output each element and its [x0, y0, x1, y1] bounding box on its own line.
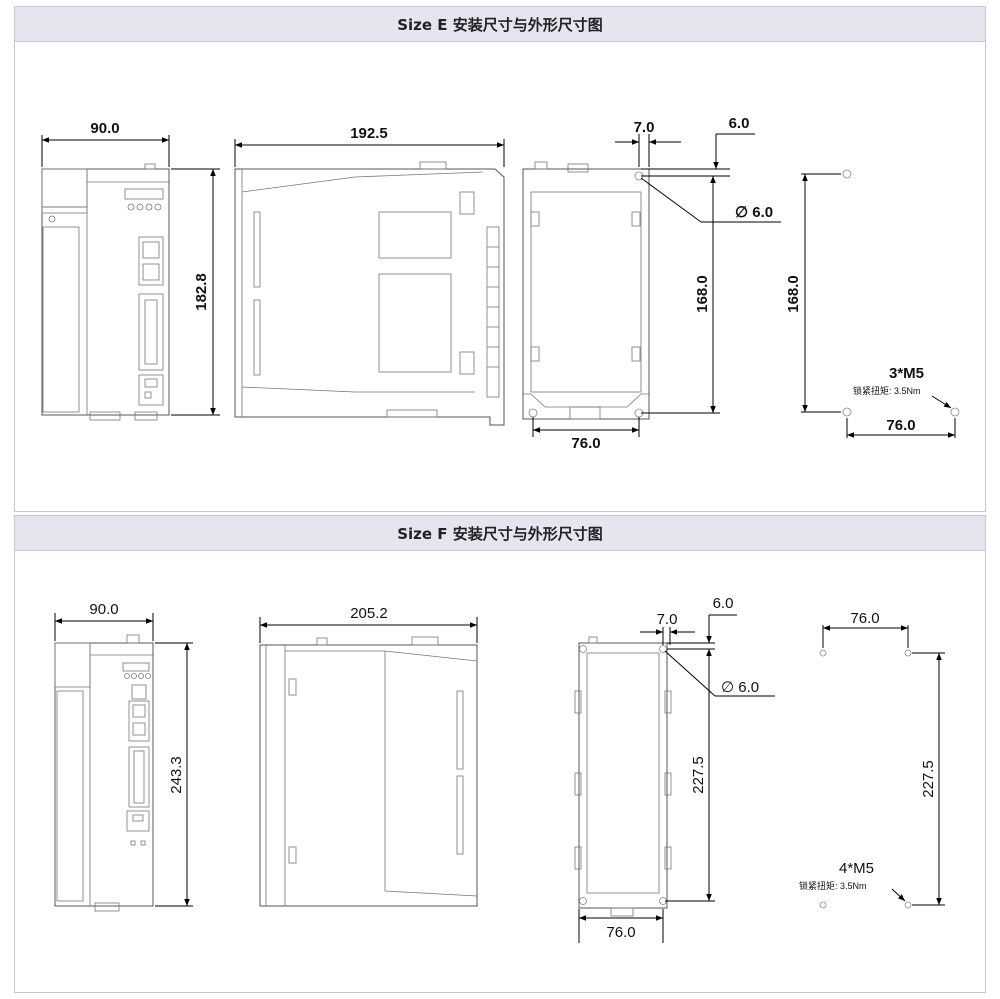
- dimension-label: 243.3: [168, 756, 185, 794]
- panel-title: Size F 安装尺寸与外形尺寸图: [15, 516, 985, 551]
- rear-mount-height-dimension: 227.5: [665, 649, 715, 902]
- dimension-label: 90.0: [89, 601, 118, 618]
- panel-size-e: Size E 安装尺寸与外形尺寸图: [14, 6, 986, 512]
- panel-title: Size E 安装尺寸与外形尺寸图: [15, 7, 985, 42]
- front-view: [41, 163, 170, 421]
- dimension-label: 168.0: [694, 275, 711, 313]
- dimension-label: 7.0: [657, 611, 678, 628]
- front-height-dimension: 182.8: [171, 168, 220, 416]
- dimension-label: 205.2: [350, 605, 388, 622]
- rear-view: [522, 161, 650, 420]
- rear-top-offset-dimension: 6.0: [641, 115, 755, 177]
- side-depth-dimension: 205.2: [259, 605, 478, 643]
- torque-label: 锁紧扭矩: 3.5Nm: [853, 385, 921, 396]
- dimension-label: 7.0: [634, 119, 655, 136]
- torque-label: 锁紧扭矩: 3.5Nm: [799, 880, 867, 891]
- rear-mount-width-dimension: 76.0: [532, 417, 640, 452]
- dimension-label: 6.0: [729, 115, 750, 132]
- hole-pattern: 168.0 76.0 3*M5 锁紧扭矩: 3.5Nm: [785, 169, 960, 438]
- dimension-label: 76.0: [850, 610, 879, 627]
- hole-diameter-callout: ∅ 6.0: [664, 650, 775, 697]
- size-f-drawing: 90.0 243.3 205.2: [54, 595, 945, 943]
- dimension-label: 6.0: [713, 595, 734, 612]
- hole-diameter-callout: ∅ 6.0: [640, 177, 781, 223]
- side-depth-dimension: 192.5: [234, 125, 505, 167]
- front-height-dimension: 243.3: [155, 642, 193, 907]
- rear-mount-width-dimension: 76.0: [578, 909, 664, 943]
- dimension-label: 168.0: [785, 275, 802, 313]
- front-width-dimension: 90.0: [54, 601, 154, 641]
- front-width-dimension: 90.0: [41, 120, 170, 167]
- side-view: [234, 161, 505, 426]
- dimension-label: 227.5: [690, 756, 707, 794]
- size-e-drawing: 90.0 182.8: [41, 115, 960, 452]
- screw-spec: 3*M5: [889, 365, 924, 382]
- dimension-label: 76.0: [606, 924, 635, 941]
- side-view: [259, 636, 478, 907]
- screw-spec: 4*M5: [839, 860, 874, 877]
- dimension-label: 192.5: [350, 125, 388, 142]
- front-view: [54, 634, 154, 912]
- rear-mount-height-dimension: 168.0: [641, 176, 720, 414]
- dimension-label: 90.0: [90, 120, 119, 137]
- rear-edge-offset-dimension: 7.0: [640, 611, 695, 645]
- rear-edge-offset-dimension: 7.0: [615, 119, 681, 167]
- dimension-label: ∅ 6.0: [721, 679, 759, 696]
- rear-view: [574, 636, 672, 917]
- dimension-label: 76.0: [886, 417, 915, 434]
- dimension-label: ∅ 6.0: [735, 204, 773, 221]
- rear-top-offset-dimension: 6.0: [667, 595, 737, 650]
- dimension-label: 182.8: [193, 273, 210, 311]
- dimension-label: 76.0: [571, 435, 600, 452]
- hole-pattern: 76.0 227.5 4*M5 锁紧扭矩: 3.5Nm: [799, 610, 945, 909]
- panel-size-f: Size F 安装尺寸与外形尺寸图: [14, 515, 986, 993]
- dimension-label: 227.5: [920, 760, 937, 798]
